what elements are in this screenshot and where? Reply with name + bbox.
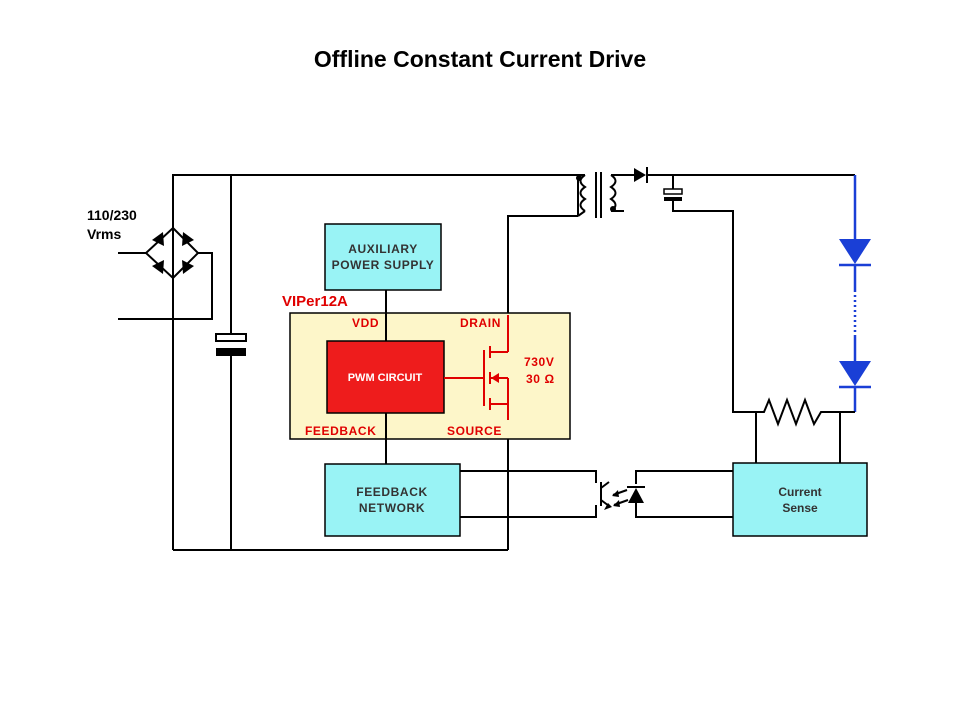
current-sense-label-2: Sense (782, 501, 818, 515)
current-sense-box (732, 462, 868, 537)
bulk-capacitor (215, 333, 247, 356)
aux-power-label: AUXILIARY (348, 242, 418, 256)
pin-drain: DRAIN (460, 316, 501, 330)
led-string (839, 175, 871, 412)
mosfet-resistance: 30 Ω (526, 372, 555, 386)
page-title: Offline Constant Current Drive (313, 46, 647, 72)
feedback-network-label-2: NETWORK (359, 501, 425, 515)
pwm-circuit-label: PWM CIRCUIT (348, 372, 423, 384)
bridge-rectifier (144, 222, 200, 290)
feedback-network-label: FEEDBACK (356, 485, 427, 499)
sense-resistor (755, 397, 855, 463)
optocoupler (460, 470, 733, 518)
main-wires (118, 174, 579, 551)
led-bottom (839, 361, 871, 386)
current-sense-label: Current (778, 485, 821, 499)
led-top (839, 239, 871, 264)
ic-name: VIPer12A (282, 293, 348, 310)
aux-power-box (324, 223, 442, 291)
pin-feedback: FEEDBACK (305, 424, 376, 438)
pin-source: SOURCE (447, 424, 502, 438)
pwm-circuit-box (326, 340, 445, 414)
input-voltage-label: 110/230 (87, 207, 137, 223)
secondary-output (611, 167, 855, 413)
input-voltage-unit: Vrms (87, 226, 121, 242)
pin-vdd: VDD (352, 316, 379, 330)
mosfet-voltage: 730V (524, 355, 554, 369)
feedback-network-box (324, 463, 461, 537)
transformer (576, 172, 617, 218)
aux-power-label-2: POWER SUPPLY (332, 258, 435, 272)
mosfet-symbol (444, 315, 509, 420)
